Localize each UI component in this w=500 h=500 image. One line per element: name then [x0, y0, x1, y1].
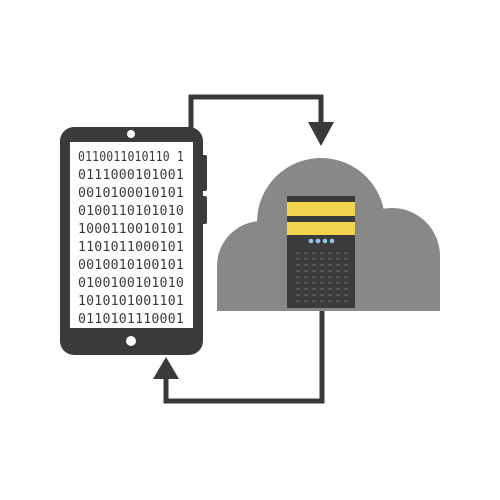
- tablet-camera-icon: [127, 130, 135, 138]
- upload-arrow-icon: [188, 94, 334, 146]
- server-status-lights-icon: [308, 238, 335, 244]
- binary-line: 0110101110001: [78, 312, 184, 327]
- binary-line: 1010101001101: [78, 294, 184, 309]
- binary-line: 1000110010101: [78, 222, 184, 237]
- binary-code: 0110011010110 1 0111000101001 0010100010…: [78, 150, 184, 327]
- binary-line: 0110011010110 1: [78, 150, 184, 165]
- binary-line: 0100110101010: [78, 204, 184, 219]
- tablet-icon: 0110011010110 1 0111000101001 0010100010…: [60, 127, 207, 355]
- server-middle-band: [287, 222, 355, 235]
- binary-line: 0010100010101: [78, 186, 184, 201]
- binary-line: 0010010100101: [78, 258, 184, 273]
- tablet-screen: [70, 142, 193, 328]
- binary-line: 1101011000101: [78, 240, 184, 255]
- download-arrow-icon: [153, 305, 325, 404]
- server-top-band: [287, 202, 355, 216]
- binary-line: 0111000101001: [78, 168, 184, 183]
- server-vent-grille-icon: [296, 252, 348, 302]
- binary-line: 0100100101010: [78, 276, 184, 291]
- server-icon: [287, 196, 355, 308]
- tablet-home-button-icon: [126, 336, 136, 346]
